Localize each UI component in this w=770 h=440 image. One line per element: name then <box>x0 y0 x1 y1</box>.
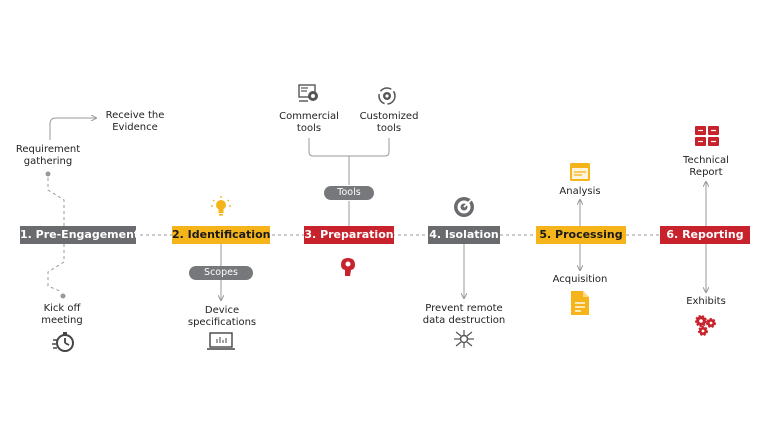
scopes-pill: Scopes <box>189 266 253 280</box>
brain-gear-icon <box>341 258 355 276</box>
technical-report-label: Technical Report <box>683 155 729 178</box>
stage-preparation: 3. Preparation <box>304 226 394 244</box>
stopwatch-icon <box>52 332 74 352</box>
network-icon <box>454 330 474 348</box>
requirement-gathering-label: Requirement gathering <box>15 144 81 167</box>
kick-off-meeting-label: Kick off meeting <box>41 303 83 326</box>
laptop-icon <box>207 332 235 350</box>
gear-cycle-icon <box>378 87 396 105</box>
document-icon <box>571 291 589 315</box>
exhibits-label: Exhibits <box>686 296 726 307</box>
stage-identification: 2. Identification <box>172 226 270 244</box>
stage-isolation: 4. Isolation <box>428 226 500 244</box>
acquisition-label: Acquisition <box>552 274 608 285</box>
browser-window-icon <box>570 163 590 181</box>
customized-tools-label: Customized tools <box>359 111 419 134</box>
device-specifications-label: Device specifications <box>187 305 257 328</box>
gears-icon <box>695 315 716 336</box>
prevent-remote-data-destruction-label: Prevent remote data destruction <box>422 303 506 326</box>
commercial-tools-icon <box>298 84 318 102</box>
stage-processing: 5. Processing <box>536 226 626 244</box>
stage-pre-engagement: 1. Pre-Engagement <box>20 226 139 244</box>
receive-evidence-label: Receive the Evidence <box>105 110 165 133</box>
lightbulb-icon <box>211 196 231 216</box>
report-tiles-icon <box>695 126 719 146</box>
analysis-label: Analysis <box>559 186 601 197</box>
tools-pill: Tools <box>324 186 374 200</box>
stage-reporting: 6. Reporting <box>660 226 750 244</box>
target-icon <box>454 197 474 217</box>
commercial-tools-label: Commercial tools <box>279 111 339 134</box>
